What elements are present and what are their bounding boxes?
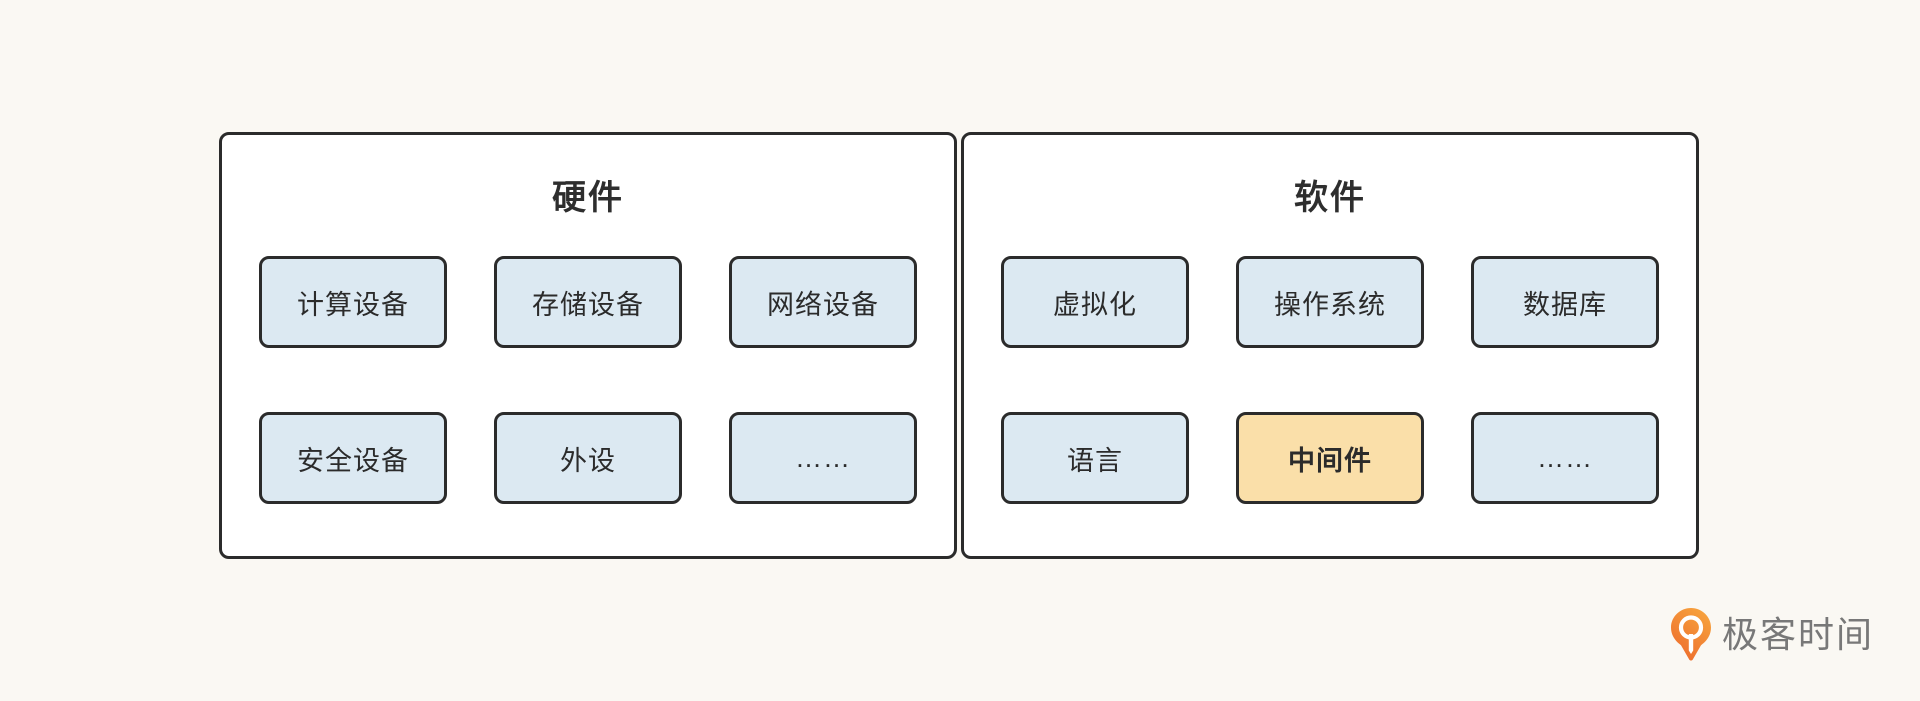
diagram: 硬件 计算设备 存储设备 网络设备 安全设备 外设 …… 软件 虚拟化 操作系统… (219, 132, 1699, 559)
box-storage-devices: 存储设备 (494, 256, 682, 348)
geektime-pin-icon (1671, 608, 1711, 661)
hardware-panel: 硬件 计算设备 存储设备 网络设备 安全设备 外设 …… (219, 132, 957, 559)
box-security-devices: 安全设备 (259, 412, 447, 504)
box-hardware-ellipsis: …… (729, 412, 917, 504)
geektime-logo: 极客时间 (1671, 608, 1874, 662)
box-database: 数据库 (1471, 256, 1659, 348)
geektime-logo-text: 极客时间 (1722, 614, 1875, 655)
box-software-ellipsis: …… (1471, 412, 1659, 504)
box-operating-system: 操作系统 (1236, 256, 1424, 348)
box-peripherals: 外设 (494, 412, 682, 504)
box-compute-devices: 计算设备 (259, 256, 447, 348)
box-virtualization: 虚拟化 (1001, 256, 1189, 348)
software-panel: 软件 虚拟化 操作系统 数据库 语言 中间件 …… (961, 132, 1699, 559)
box-middleware: 中间件 (1236, 412, 1424, 504)
hardware-panel-title: 硬件 (552, 179, 624, 217)
hardware-node-grid: 计算设备 存储设备 网络设备 安全设备 外设 …… (259, 256, 917, 504)
software-node-grid: 虚拟化 操作系统 数据库 语言 中间件 …… (1001, 256, 1659, 504)
software-panel-title: 软件 (1294, 179, 1366, 217)
box-language: 语言 (1001, 412, 1189, 504)
box-network-devices: 网络设备 (729, 256, 917, 348)
